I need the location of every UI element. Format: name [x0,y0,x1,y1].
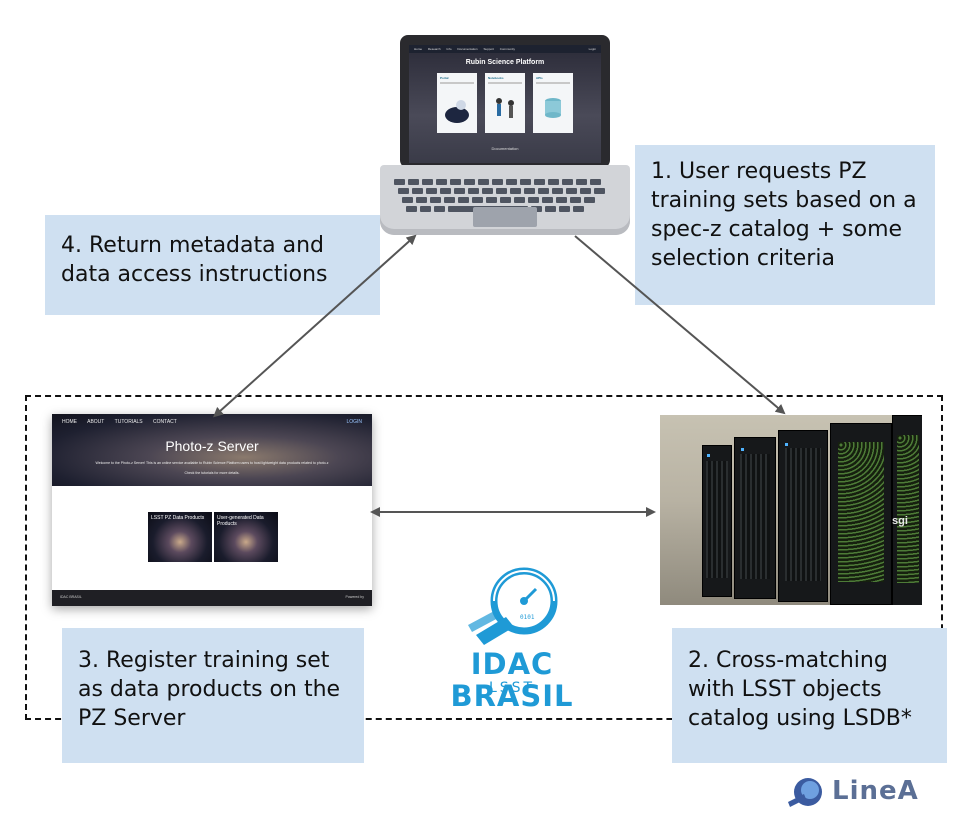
pz-server-welcome: Welcome to the Photo-z Server! This is a… [95,461,329,465]
pz-login: LOGIN [346,419,362,425]
people-icon [496,98,514,118]
laptop-nav: Home Research Info Documentation Support… [409,45,601,53]
laptop-nav-item: Support [483,47,494,51]
laptop-nav-item: Info [446,47,452,51]
pz-card-user-products: User-generated Data Products [214,512,278,562]
server-rack [892,415,922,605]
keyboard-row [398,181,608,194]
laptop-documentation-link: Documentation [491,146,519,151]
idac-brasil-wordmark: IDAC BRASIL [450,647,574,713]
laptop-card-label: Notebooks [488,76,504,80]
laptop-card-notebooks: Notebooks [485,73,525,133]
laptop-card-text [488,82,522,84]
laptop-card-label: Portal [440,76,449,80]
step-1-note: 1. User requests PZ training sets based … [635,145,935,305]
pz-card-lsst-products: LSST PZ Data Products [148,512,212,562]
laptop-card-text [440,82,474,84]
laptop-nav-item: Research [427,47,441,51]
server-brand-label: sgi [892,515,908,527]
idac-brasil-logo-icon: 0101 [468,567,558,645]
laptop-card-portal: Portal [437,73,477,133]
laptop-card-label: APIs [536,76,543,80]
laptop-title: Rubin Science Platform [465,59,545,66]
laptop-nav-item: Documentation [457,47,478,51]
svg-text:0101: 0101 [520,614,535,621]
server-rack [778,430,828,602]
step-2-note: 2. Cross-matching with LSST objects cata… [672,628,947,763]
laptop-touchpad [473,207,537,227]
keyboard-row [402,190,598,203]
pz-card-label: LSST PZ Data Products [151,515,205,521]
pz-nav-item: HOME [62,419,77,425]
pz-server-tutorials-line: Check the tutorials for more details. [184,471,240,475]
linea-wordmark: LineA [832,776,919,806]
pz-server-title: Photo-z Server [165,438,259,454]
pz-nav-item: TUTORIALS [114,419,143,425]
laptop-login: Login [588,47,596,51]
idac-lsst-wordmark: LSST [488,680,536,696]
pz-server-hero: HOME ABOUT TUTORIALS CONTACT LOGIN Photo… [52,414,372,486]
pz-footer-left: IDAC BRASIL [60,595,82,599]
server-room-photo: sgi [660,415,922,605]
pz-nav-item: ABOUT [87,419,105,425]
pz-card-label: User-generated Data Products [217,515,264,527]
pz-footer-right: Powered by [345,595,364,599]
keyboard-row [394,172,604,185]
idac-region-border [25,395,943,720]
step-3-note: 3. Register training set as data product… [62,628,364,763]
laptop-screen: Home Research Info Documentation Support… [409,45,601,163]
server-rack [830,423,892,605]
laptop-nav-item: Community [499,47,515,51]
laptop-nav-item: Home [414,47,423,51]
telescope-icon [445,100,469,123]
laptop-card-text [536,82,570,84]
arrow-request-to-server [574,235,786,415]
server-rack [734,437,776,599]
laptop-card-apis: APIs [533,73,573,133]
linea-logo-icon [788,778,822,807]
server-rack [702,445,732,597]
pz-server-footer: IDAC BRASIL Powered by [52,590,372,606]
pz-server-screenshot: HOME ABOUT TUTORIALS CONTACT LOGIN Photo… [52,414,372,606]
pz-server-nav: HOME ABOUT TUTORIALS CONTACT [62,419,186,425]
pz-nav-item: CONTACT [153,419,177,425]
database-icon [545,98,561,118]
arrow-pz-to-laptop [213,234,417,418]
